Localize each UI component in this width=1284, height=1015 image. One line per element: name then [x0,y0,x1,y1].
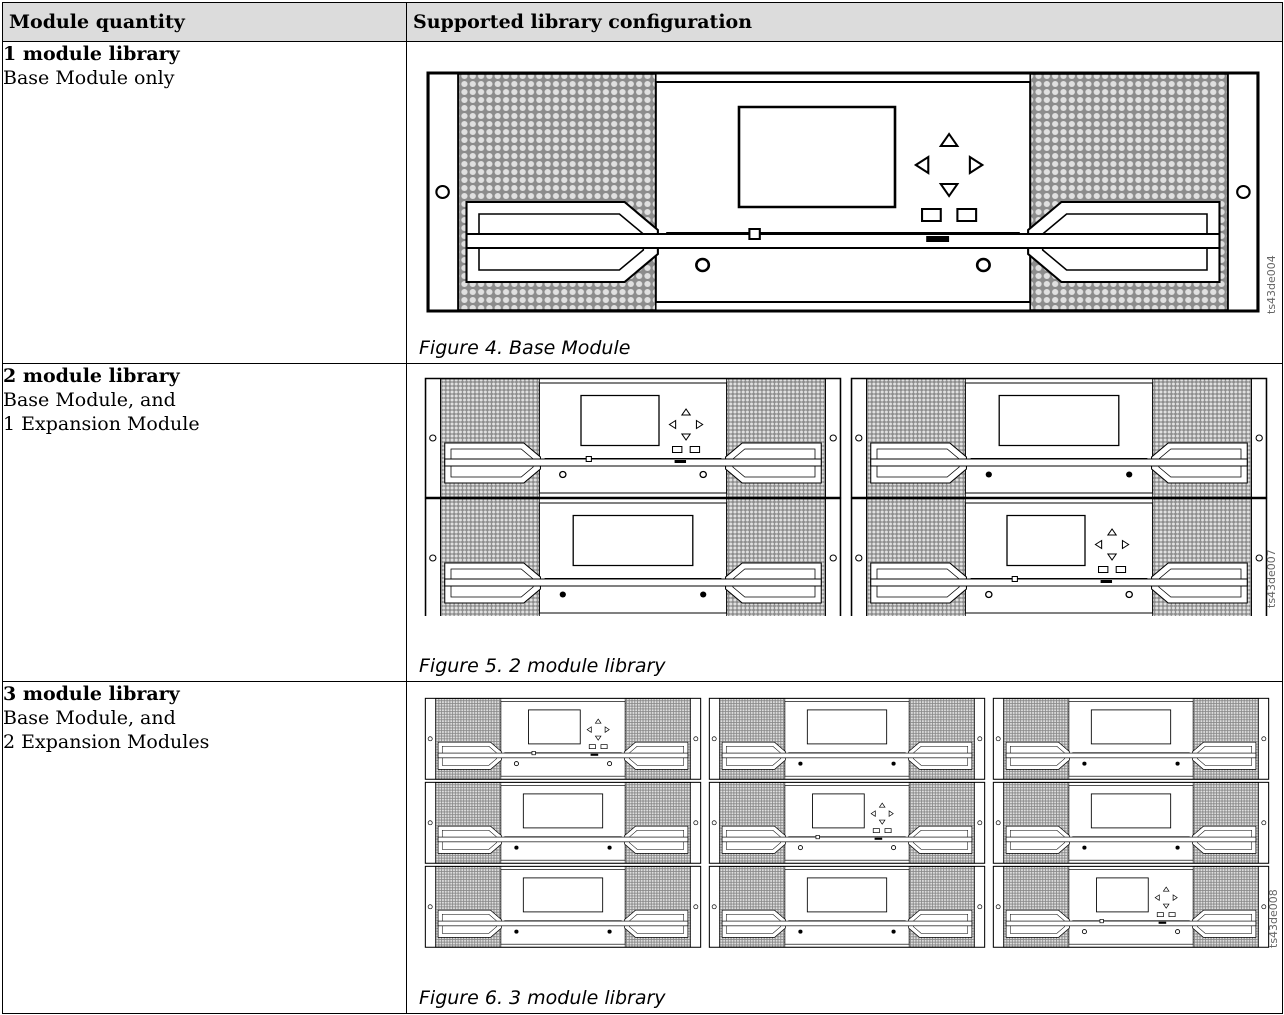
row-title: 3 module library [3,683,180,705]
row-title: 2 module library [3,365,180,387]
figure-identifier: ts43de008 [1267,889,1280,948]
header-module-quantity: Module quantity [2,2,407,42]
figure-identifier: ts43de007 [1265,549,1278,608]
stack-base-bottom [850,377,1268,616]
stack-base-bottom [992,697,1270,948]
header-supported-configuration: Supported library configuration [406,2,1283,42]
row-description: Base Module, and 2 Expansion Modules [3,707,210,753]
stack-base-top [424,697,702,948]
stack-base-middle [708,697,986,948]
three-module-illustration: ts43de008 [424,697,1280,948]
base-module-illustration: ts43de004 [426,71,1278,314]
figure-caption: Figure 6. 3 module library [419,987,666,1009]
configuration-cell: ts43de008 Figure 6. 3 module library [406,681,1283,1014]
two-module-illustration: ts43de007 [424,377,1278,616]
configuration-cell: ts43de007 Figure 5. 2 module library [406,363,1283,682]
module-quantity-cell: 3 module library Base Module, and 2 Expa… [2,681,407,1014]
figure-caption: Figure 5. 2 module library [419,655,666,677]
table-row: 3 module library Base Module, and 2 Expa… [2,681,1283,1014]
configuration-cell: ts43de004 Figure 4. Base Module [406,41,1283,364]
row-description: Base Module, and 1 Expansion Module [3,389,200,435]
stack-base-top [424,377,842,616]
table-row: 1 module library Base Module only ts43de… [2,41,1283,364]
module-quantity-cell: 1 module library Base Module only [2,41,407,364]
figure-caption: Figure 4. Base Module [419,337,631,359]
module-quantity-cell: 2 module library Base Module, and 1 Expa… [2,363,407,682]
row-title: 1 module library [3,43,180,65]
figure-identifier: ts43de004 [1265,255,1278,314]
table-row: 2 module library Base Module, and 1 Expa… [2,363,1283,682]
table-header-row: Module quantity Supported library config… [2,2,1283,42]
row-description: Base Module only [3,67,175,89]
